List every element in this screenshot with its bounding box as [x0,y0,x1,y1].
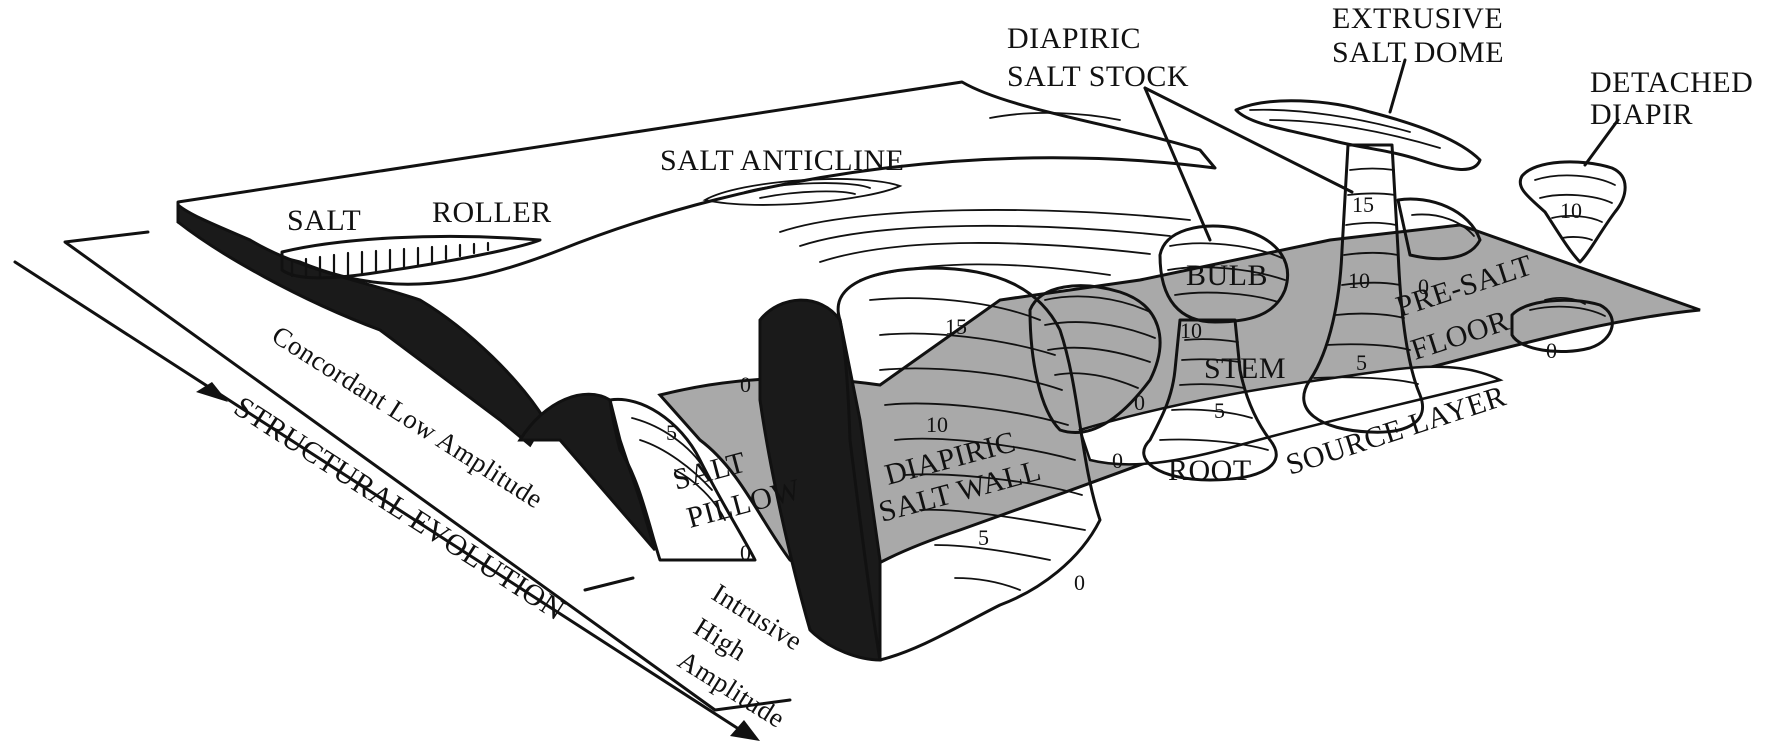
anticline-contours [705,113,1190,280]
label-bulb: BULB [1186,259,1268,292]
pillow-dark-flank [520,394,655,550]
dome-overhang [1236,101,1480,170]
contour-pillow-0a: 0 [740,372,751,397]
label-stem: STEM [1204,352,1286,385]
mid-arrowhead [196,382,228,402]
contour-stock-0: 0 [1112,448,1123,473]
label-detached-diapir-line1: DETACHED [1590,66,1753,99]
label-detached-diapir-line2: DIAPIR [1590,98,1693,131]
contour-stock-5: 5 [1214,398,1225,423]
contour-wall-0: 0 [1074,570,1085,595]
label-root: ROOT [1168,454,1252,487]
contour-floor-0: 0 [1418,274,1429,299]
salt-roller [282,236,540,277]
label-salt-anticline: SALT ANTICLINE [660,144,905,177]
contour-wall-10: 10 [926,412,948,437]
label-extrusive-salt-dome-line1: EXTRUSIVE [1332,2,1503,35]
contour-wall-15: 15 [945,314,967,339]
label-roller: ROLLER [432,196,552,229]
label-extrusive-salt-dome-line2: SALT DOME [1332,36,1504,69]
structural-evolution-arrowhead [730,720,760,741]
label-diapiric-salt-stock-line1: DIAPIRIC [1007,22,1141,55]
contour-wall-5: 5 [978,525,989,550]
label-salt: SALT [287,204,361,237]
contour-mid-0: 0 [1134,390,1145,415]
label-diapiric-salt-stock-line2: SALT STOCK [1007,60,1189,93]
contour-pillow-0b: 0 [740,540,751,565]
contour-dome-5: 5 [1356,350,1367,375]
axis-divider-tick [585,578,633,590]
contour-dome-10: 10 [1348,268,1370,293]
contour-dome-15: 15 [1352,192,1374,217]
contour-stock-10: 10 [1180,318,1202,343]
contour-detached-10: 10 [1560,198,1582,223]
contour-floor-mound-0: 0 [1546,338,1557,363]
contour-pillow-5: 5 [666,420,677,445]
